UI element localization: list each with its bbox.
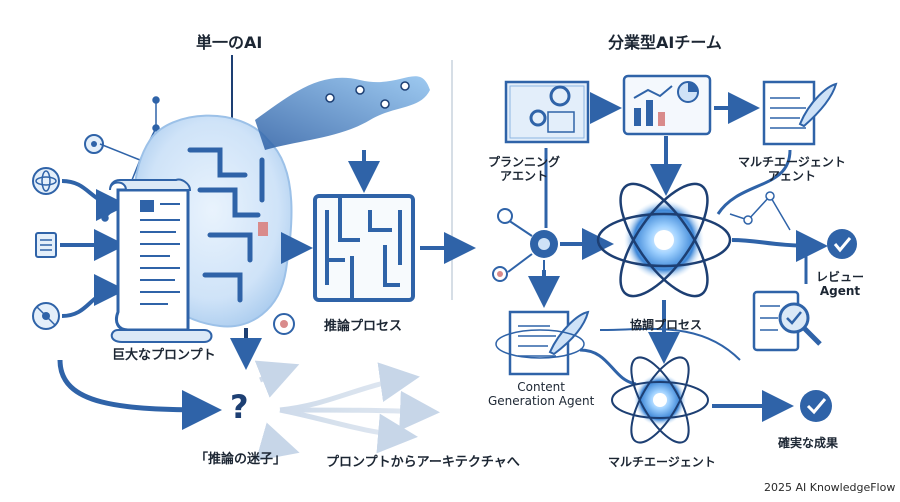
lost-path-arrow bbox=[57, 359, 222, 430]
content-document-icon bbox=[495, 310, 590, 376]
multi-agent-orb bbox=[611, 356, 709, 444]
coordination-orb bbox=[596, 182, 732, 298]
check-icon bbox=[827, 229, 857, 259]
reliable-result-label: 確実な成果 bbox=[778, 436, 839, 450]
orb-to-review-arrow bbox=[731, 229, 828, 262]
blueprint-gear-icon bbox=[504, 80, 590, 144]
lost-in-reasoning-label: 「推論の迷子」 bbox=[195, 452, 287, 467]
result-check-icon bbox=[800, 390, 832, 422]
quill-document-icon bbox=[762, 80, 838, 146]
right-panel-title: 分業型AIチーム bbox=[608, 33, 722, 52]
giant-prompt-label: 巨大なプロンプト bbox=[112, 348, 216, 363]
report-chart-icon bbox=[622, 74, 712, 136]
target-icon bbox=[273, 313, 295, 335]
document-icon bbox=[35, 232, 57, 258]
reasoning-maze bbox=[313, 194, 415, 302]
hub-branches bbox=[492, 208, 545, 300]
footer-credit: 2025 AI KnowledgeFlow bbox=[764, 481, 896, 494]
multi-agent-top-label: マルチエージェント アェント bbox=[738, 155, 846, 184]
brain-circuits bbox=[187, 147, 265, 303]
multi-agent-bottom-label: マルチエージェント bbox=[608, 455, 716, 469]
diverging-paths bbox=[254, 360, 440, 461]
side-network-line bbox=[729, 194, 791, 231]
atom-icon bbox=[32, 167, 60, 195]
hub-node bbox=[530, 230, 558, 258]
data-stream bbox=[255, 76, 430, 150]
reasoning-process-label: 推論プロセス bbox=[324, 319, 403, 334]
magnifier-clipboard-icon bbox=[752, 290, 822, 352]
doc-to-orb-line bbox=[716, 149, 792, 215]
network-icon bbox=[32, 302, 60, 330]
left-panel-title: 単一のAI bbox=[196, 33, 263, 52]
bottom-caption: プロンプトからアーキテクチャへ bbox=[326, 455, 520, 470]
review-agent-label: レビュー Agent bbox=[816, 270, 865, 299]
chain-link-icon bbox=[84, 134, 104, 154]
coordination-process-label: 協調プロセス bbox=[630, 318, 703, 332]
prompt-scroll bbox=[109, 178, 213, 343]
hub-accent-dot bbox=[497, 271, 503, 277]
side-network-dots bbox=[743, 191, 775, 225]
orb-loop-line bbox=[599, 327, 741, 361]
question-mark: ? bbox=[230, 388, 249, 426]
content-generation-label: Content Generation Agent bbox=[488, 380, 595, 409]
stream-nodes bbox=[325, 81, 410, 109]
content-to-bottom-orb bbox=[579, 348, 637, 386]
input-arrows bbox=[60, 179, 128, 318]
brain-accent bbox=[258, 222, 268, 236]
planning-agent-label: プランニング アエント bbox=[488, 155, 561, 184]
